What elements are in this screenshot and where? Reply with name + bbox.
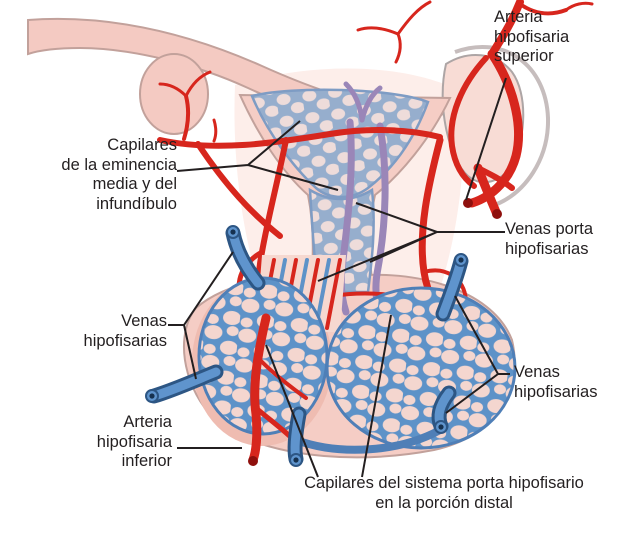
- anterior-lobe-capillary-mesh-right: [325, 286, 517, 450]
- label-arteria-hipofisaria-inferior: Arteria hipofisaria inferior: [96, 413, 172, 470]
- hypophyseal-veins: [145, 225, 469, 467]
- leader-arteria-superior: [465, 77, 507, 201]
- label-venas-hipofisarias-derecha: Venas hipofisarias: [514, 363, 598, 401]
- leader-venas-izq: [168, 251, 234, 380]
- anterior-lobe-capillary-mesh-left: [197, 276, 329, 436]
- label-venas-porta-hipofisarias: Venas porta hipofisarias: [505, 220, 594, 258]
- leader-capilares-eminencia: [176, 120, 339, 191]
- label-capilares-porcion-distal: Capilares del sistema porta hipofisario …: [304, 474, 584, 512]
- label-capilares-eminencia-media: Capilares de la eminencia media y del in…: [61, 136, 177, 213]
- leader-venas-porta: [317, 202, 505, 282]
- leader-venas-der: [445, 295, 510, 414]
- gland-vein-connector: [292, 426, 444, 454]
- mammillary-body-shape: [139, 53, 209, 135]
- label-arteria-hipofisaria-superior: Arteria hipofisaria superior: [494, 8, 570, 65]
- leader-lines: [168, 77, 510, 478]
- leader-capilares-distal: [265, 314, 392, 478]
- label-venas-hipofisarias-izquierda: Venas hipofisarias: [83, 312, 167, 350]
